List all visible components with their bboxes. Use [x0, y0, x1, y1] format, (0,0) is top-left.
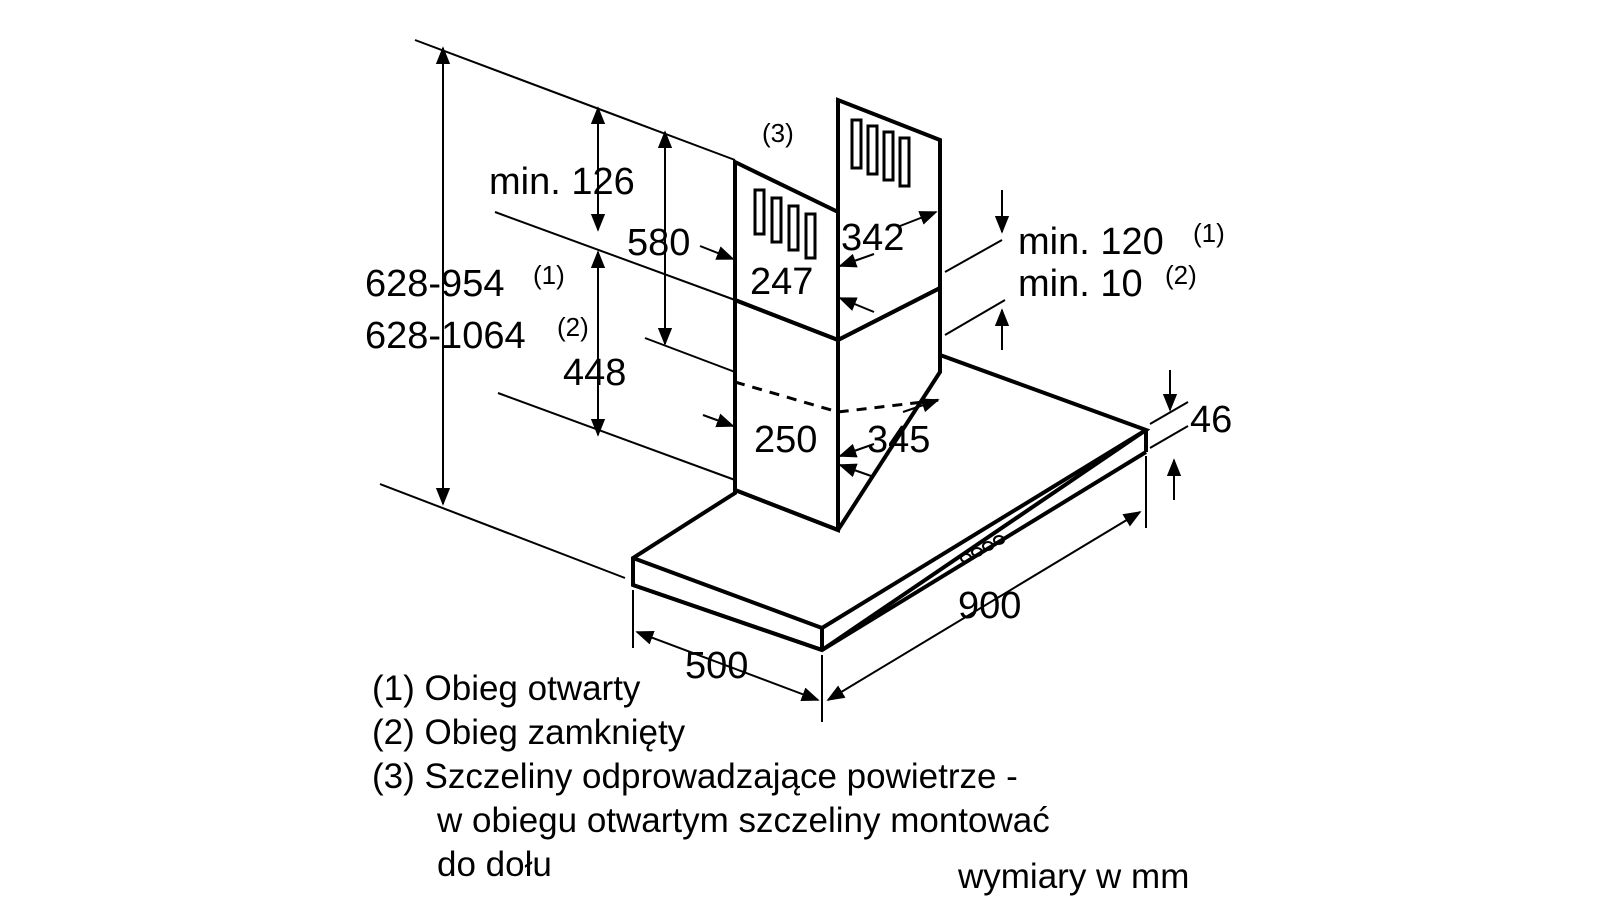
upper-depth-label: 342: [841, 217, 904, 259]
ceiling-gap-arrows: [944, 190, 1010, 350]
ceiling-gap-2-note: (2): [1165, 260, 1197, 290]
ceiling-gap-1-note: (1): [1193, 218, 1225, 248]
vertical-dimension-arrows: [435, 46, 673, 506]
legend-item-2: (2) Obieg zamknięty: [372, 713, 686, 752]
ceiling-gap-1-label: min. 120: [1018, 221, 1164, 263]
total-height-1-label: 628-954: [365, 263, 504, 305]
canopy-height-label: 46: [1190, 399, 1232, 441]
dimension-labels: 628-954 (1) 628-1064 (2) min. 126 580 44…: [365, 118, 1232, 687]
min-top-label: min. 126: [489, 161, 635, 203]
wall-extension-lines: [379, 39, 736, 579]
chimney-width-arrows: [699, 211, 940, 478]
canopy-width-label: 900: [958, 585, 1021, 627]
canopy-height-arrows: [1149, 370, 1189, 500]
canopy-depth-label: 500: [685, 645, 748, 687]
legend-item-3-line-1: (3) Szczeliny odprowadzające powietrze -: [372, 757, 1018, 796]
total-height-1-note: (1): [533, 260, 565, 290]
units-note: wymiary w mm: [957, 857, 1189, 896]
canopy-width-depth-lines: [632, 456, 1147, 722]
ceiling-gap-2-label: min. 10: [1018, 263, 1143, 305]
slots-note-label: (3): [762, 118, 794, 148]
canopy: [631, 352, 1151, 653]
upper-width-label: 247: [750, 261, 813, 303]
legend-item-1: (1) Obieg otwarty: [372, 669, 641, 708]
total-height-2-note: (2): [557, 312, 589, 342]
air-slots-side: [850, 118, 911, 188]
lower-chimney-label: 448: [563, 352, 626, 394]
lower-depth-label: 345: [867, 419, 930, 461]
legend-item-3-line-2: w obiegu otwartym szczeliny montować: [436, 801, 1050, 840]
lower-width-label: 250: [754, 419, 817, 461]
total-height-2-label: 628-1064: [365, 315, 526, 357]
legend-item-3-line-3: do dołu: [437, 845, 552, 884]
legend: (1) Obieg otwarty (2) Obieg zamknięty (3…: [372, 669, 1189, 896]
upper-chimney-label: 580: [627, 222, 690, 264]
air-slots-front: [753, 188, 817, 260]
